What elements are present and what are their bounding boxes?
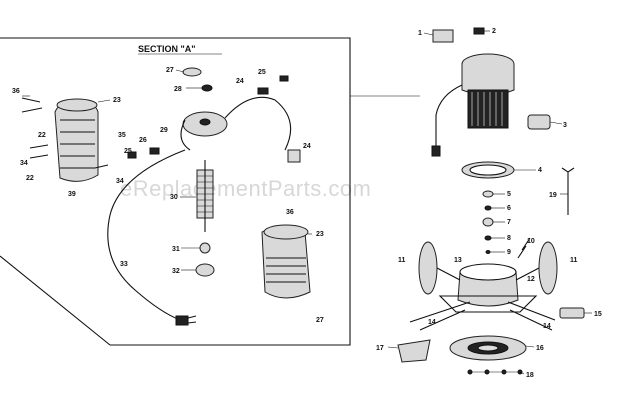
callout-24-mid: 24 xyxy=(303,143,311,150)
callout-12: 12 xyxy=(527,276,535,283)
callout-26: 26 xyxy=(139,137,147,144)
callout-22-b: 22 xyxy=(26,175,34,182)
callout-6: 6 xyxy=(507,205,511,212)
callout-25-mid: 25 xyxy=(124,148,132,155)
callout-9: 9 xyxy=(507,249,511,256)
field-housing-left xyxy=(54,98,99,182)
callout-23-top: 23 xyxy=(113,97,121,104)
section-a-frame xyxy=(0,37,420,346)
callout-33: 33 xyxy=(120,261,128,268)
callout-23-right: 23 xyxy=(316,231,324,238)
brush-screws-left xyxy=(21,97,109,169)
callout-34-b: 34 xyxy=(116,178,124,185)
handles xyxy=(418,241,558,295)
callout-31: 31 xyxy=(172,246,180,253)
field-housing-right xyxy=(261,224,311,299)
power-cord xyxy=(107,149,197,326)
callout-13: 13 xyxy=(454,257,462,264)
callout-18: 18 xyxy=(526,372,534,379)
ring-nut xyxy=(461,161,515,179)
callout-10: 10 xyxy=(527,238,535,245)
callout-22-a: 22 xyxy=(38,132,46,139)
spindle-parts xyxy=(482,190,494,254)
callout-8: 8 xyxy=(507,235,511,242)
callout-7: 7 xyxy=(507,219,511,226)
callout-2: 2 xyxy=(492,28,496,35)
leader-lines xyxy=(22,30,592,375)
callout-19: 19 xyxy=(549,192,557,199)
watermark: eReplacementParts.com xyxy=(120,176,371,201)
callout-36-right: 36 xyxy=(286,209,294,216)
callout-11-left: 11 xyxy=(398,257,406,264)
callout-5: 5 xyxy=(507,191,511,198)
sub-base xyxy=(449,335,527,361)
callout-16: 16 xyxy=(536,345,544,352)
callout-14-left: 14 xyxy=(428,319,436,326)
callout-39: 39 xyxy=(68,191,76,198)
washer-and-fan xyxy=(195,242,215,277)
edge-guide-clamp xyxy=(559,307,585,319)
armature xyxy=(196,160,214,232)
small-parts-top xyxy=(127,67,301,163)
chip-shield xyxy=(397,339,431,363)
callout-4: 4 xyxy=(538,167,542,174)
callout-11-right: 11 xyxy=(570,257,578,264)
callout-14-right: 14 xyxy=(543,323,551,330)
callout-24-top: 24 xyxy=(236,78,244,85)
nameplate-parts xyxy=(432,27,485,43)
callout-36-top: 36 xyxy=(12,88,20,95)
subbase-screws xyxy=(467,369,523,375)
callout-32: 32 xyxy=(172,268,180,275)
callout-17: 17 xyxy=(376,345,384,352)
motor-housing xyxy=(431,53,515,157)
callout-34: 34 xyxy=(20,160,28,167)
callout-15: 15 xyxy=(594,311,602,318)
callout-27-bottom: 27 xyxy=(316,317,324,324)
callout-25-top: 25 xyxy=(258,69,266,76)
callout-27-top: 27 xyxy=(166,67,174,74)
bearing-plate xyxy=(180,96,292,151)
callout-3: 3 xyxy=(563,122,567,129)
switch-cover xyxy=(527,114,551,130)
callout-35: 35 xyxy=(118,132,126,139)
callout-30: 30 xyxy=(170,194,178,201)
callout-1: 1 xyxy=(418,30,422,37)
callout-28: 28 xyxy=(174,86,182,93)
wrench xyxy=(561,167,575,215)
depth-adjust xyxy=(517,237,531,259)
router-base xyxy=(409,263,556,331)
callout-29: 29 xyxy=(160,127,168,134)
section-title: SECTION "A" xyxy=(138,44,196,54)
